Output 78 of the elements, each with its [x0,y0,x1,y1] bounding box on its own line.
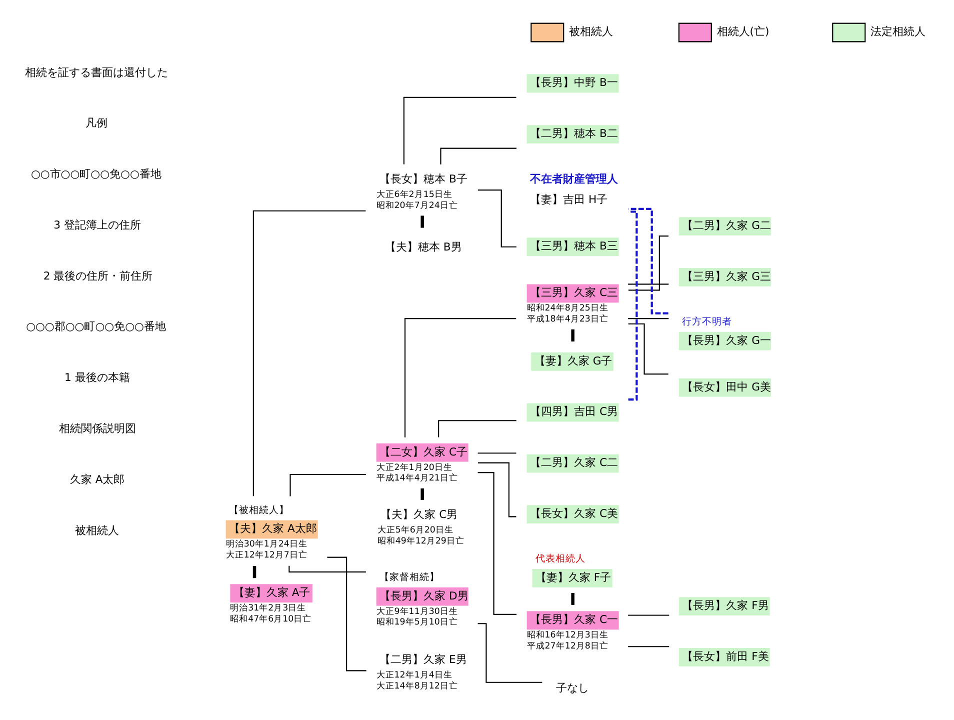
label: 1 最後の本籍 [64,371,130,384]
connector [478,472,516,615]
connector [628,208,668,314]
node-label: 【家督相続】 [380,572,440,583]
node-box: 【妻】久家 G子 [531,352,614,371]
connector [252,566,256,578]
connector [403,96,516,164]
node-box: 【長女】久家 C美 [526,505,619,524]
node-box: 【二男】久家 C二 [526,454,619,473]
connector [404,318,516,438]
node-box: 【夫】久家 A太郎 [226,520,318,539]
node-text: 【夫】久家 C男 大正5年6月20日生 昭和49年12月29日亡 [377,508,464,546]
label: ○○○郡○○町○○免○○番地 [26,320,166,334]
node-box: 【三男】穂本 B三 [526,238,619,256]
node-label: 明治30年1月24日生 [226,540,308,550]
connector [571,329,574,342]
node-label: 行方不明者 [682,316,732,328]
connector [478,189,516,248]
node-label: 昭和16年12月3日生 [526,630,608,641]
node-box: 【長男】久家 F男 [678,597,770,616]
node-box: 【三男】久家 C三 [526,284,619,303]
connector [252,210,366,496]
node-label: 大正2年1月20日生 [376,462,452,473]
node-box: 【妻】久家 A子 [230,584,312,603]
node-box: 【三男】久家 G三 [678,268,771,286]
legend-label: 被相続人 [569,25,614,38]
node-box: 【長男】久家 G一 [678,332,771,350]
connector [438,420,516,438]
node-text: 【長女】穂本 B子 大正6年2月15日生 昭和20年7月24日亡 [376,172,468,211]
connector [628,236,668,291]
connector [571,592,574,605]
node-box: 【長男】中野 B一 [526,74,619,93]
node-box: 【長男】久家 D男 [376,587,468,606]
node-text: 【夫】穂本 B男 [384,240,462,254]
node-box: 【二男】穂本 B二 [526,125,619,144]
label: 凡例 [86,116,108,130]
node-label: 平成27年12月8日亡 [526,641,608,652]
node-box: 【長女】前田 F美 [678,648,770,666]
legend-label: 法定相続人 [870,25,926,38]
label: 被相続人 [74,524,119,537]
connector [420,488,424,500]
node-box: 【長男】久家 C一 [526,611,619,630]
label: 相続関係説明図 [59,422,136,435]
node-box: 【二男】久家 G二 [678,217,771,236]
node-label: 【被相続人】 [229,504,290,516]
connector [440,148,516,164]
node-box: 【長女】田中 G美 [678,378,771,397]
label: ○○市○○町○○免○○番地 [30,168,162,181]
node-box: 【二女】久家 C子 [376,443,468,462]
node-box: 【四男】吉田 C男 [526,403,619,422]
node-label: 昭和19年5月10日亡 [376,618,458,628]
node-label: 平成18年4月23日亡 [526,314,608,324]
connector [420,216,424,228]
node-text: 不在者財産管理人 【妻】吉田 H子 [530,172,618,206]
node-box: 【妻】久家 F子 [532,568,612,588]
connector [327,556,366,672]
legend-label: 相続人(亡) [716,25,770,38]
node-label: 平成14年4月21日亡 [376,474,458,484]
label: 久家 A太郎 [70,472,125,486]
connector [478,623,542,683]
node-label: 明治31年2月3日生 [230,604,306,614]
connector [628,284,669,285]
label: 2 最後の住所・前住所 [43,269,153,282]
node-label: 大正12年12月7日亡 [226,550,308,560]
label: 相続を証する書面は還付した [24,66,168,79]
connector [478,452,516,454]
node-label: 大正9年11月30日生 [376,606,458,617]
connector [628,646,670,648]
node-text: 子なし [556,681,590,694]
connector [290,474,366,496]
node-label: 代表相続人 [535,554,586,565]
label: 3 登記簿上の住所 [54,218,142,232]
node-text: 【二男】久家 E男 大正12年1月4日生 大正14年8月12日亡 [376,653,467,692]
node-label: 昭和47年6月10日亡 [230,614,312,624]
connector [628,614,670,616]
connector [628,318,669,320]
connector [628,323,668,375]
node-label: 昭和24年8月25日生 [526,304,608,314]
